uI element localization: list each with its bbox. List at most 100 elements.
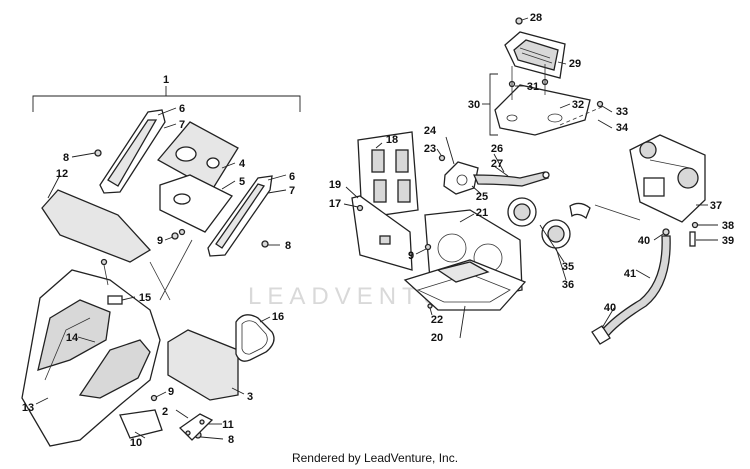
leader-24 bbox=[445, 136, 455, 165]
hood-fastener bbox=[100, 258, 108, 266]
callout-34: 34 bbox=[616, 122, 629, 134]
bracket-30 bbox=[489, 73, 498, 136]
boot-36-inner bbox=[547, 225, 565, 243]
air-filter-seal-inner bbox=[241, 320, 268, 355]
callout-22: 22 bbox=[431, 314, 443, 326]
throttle-connect bbox=[594, 204, 641, 221]
leader-15 bbox=[121, 296, 136, 301]
air-box-port-small bbox=[206, 157, 220, 169]
mount-bolt-b bbox=[199, 419, 205, 425]
hood-latch bbox=[107, 295, 123, 305]
callout-7: 7 bbox=[179, 119, 185, 131]
leader-4 bbox=[221, 162, 236, 169]
callout-12: 12 bbox=[56, 168, 68, 180]
leader-9c bbox=[155, 391, 167, 398]
screw-9b bbox=[178, 228, 186, 236]
reed-slot-2 bbox=[395, 149, 409, 173]
mount-bracket bbox=[178, 413, 214, 441]
callout-1: 1 bbox=[163, 74, 169, 86]
callout-26: 26 bbox=[491, 143, 503, 155]
fitting-39 bbox=[689, 231, 696, 247]
leader-18 bbox=[375, 142, 383, 149]
callout-33: 33 bbox=[616, 106, 628, 118]
leader-20 bbox=[459, 305, 466, 339]
callout-5: 5 bbox=[239, 176, 245, 188]
throttle-bore-b bbox=[677, 167, 699, 189]
callout-20: 20 bbox=[431, 332, 443, 344]
leader-36 bbox=[555, 247, 567, 281]
throttle-bore-a bbox=[639, 141, 657, 159]
leader-32 bbox=[559, 103, 571, 109]
assembly-line-b bbox=[159, 239, 193, 301]
callout-8c: 8 bbox=[228, 434, 234, 446]
screw-17 bbox=[356, 204, 364, 212]
callout-18: 18 bbox=[386, 134, 398, 146]
hood-vent-right bbox=[78, 339, 151, 399]
screw-22 bbox=[427, 303, 433, 309]
clip-38 bbox=[691, 221, 699, 229]
assembly-line-a bbox=[149, 261, 171, 301]
leader-6b bbox=[267, 174, 287, 181]
leader-5 bbox=[221, 180, 236, 190]
callout-40: 40 bbox=[638, 235, 650, 247]
callout-39: 39 bbox=[722, 235, 734, 247]
leader-33 bbox=[601, 105, 613, 113]
clamp-40a bbox=[662, 228, 670, 236]
screw-9d bbox=[424, 243, 432, 251]
callout-6: 6 bbox=[179, 103, 185, 115]
leader-27 bbox=[493, 165, 509, 177]
screw-8b bbox=[261, 240, 269, 248]
ecu-fin-1 bbox=[519, 47, 551, 59]
leader-13 bbox=[35, 397, 49, 405]
callout-9b: 9 bbox=[168, 386, 174, 398]
boot-clamp bbox=[569, 202, 591, 220]
screw-23 bbox=[438, 154, 446, 162]
callout-38: 38 bbox=[722, 220, 734, 232]
leader-41 bbox=[635, 269, 651, 279]
callout-19: 19 bbox=[329, 179, 341, 191]
callout-labels: 1 2 3 4 5 6 6 7 7 8 8 8 9 9 9 9 10 11 12… bbox=[22, 12, 734, 449]
callout-27: 27 bbox=[491, 158, 503, 170]
leader-2 bbox=[175, 409, 189, 419]
airbox-port-a bbox=[437, 233, 467, 263]
callout-6b: 6 bbox=[289, 171, 295, 183]
side-plate-slot bbox=[379, 235, 391, 245]
leader-12 bbox=[47, 174, 61, 199]
screw-9c bbox=[150, 394, 158, 402]
callout-14: 14 bbox=[66, 332, 79, 344]
callout-37: 37 bbox=[710, 200, 722, 212]
boot-35-inner bbox=[513, 203, 531, 221]
sensor-port bbox=[456, 174, 468, 186]
callout-35: 35 bbox=[562, 261, 574, 273]
leader-10 bbox=[134, 431, 146, 439]
air-filter-seal bbox=[235, 314, 275, 362]
ecu-fin-2 bbox=[521, 52, 553, 64]
callout-8: 8 bbox=[63, 152, 69, 164]
leader-9a bbox=[164, 236, 174, 241]
hood-fastener-line bbox=[103, 264, 109, 286]
callout-13: 13 bbox=[22, 402, 34, 414]
fuel-hose bbox=[601, 235, 671, 337]
screw-9a bbox=[171, 232, 179, 240]
leader-21 bbox=[459, 213, 475, 223]
leader-19 bbox=[345, 186, 359, 199]
leader-26 bbox=[493, 153, 505, 173]
sensor-bracket bbox=[443, 161, 479, 195]
leader-34 bbox=[597, 119, 613, 129]
callout-3: 3 bbox=[247, 391, 253, 403]
callout-21: 21 bbox=[476, 207, 488, 219]
clamp-40b bbox=[591, 325, 611, 345]
leader-29 bbox=[557, 61, 567, 65]
side-plate bbox=[351, 195, 413, 271]
callout-11: 11 bbox=[222, 419, 234, 431]
screw-8a bbox=[94, 149, 102, 157]
hood-bracket bbox=[119, 409, 163, 439]
leader-7 bbox=[163, 123, 177, 129]
callout-29: 29 bbox=[569, 58, 581, 70]
filter-foam-block bbox=[167, 329, 239, 401]
callout-16: 16 bbox=[272, 311, 284, 323]
leader-8a bbox=[71, 152, 96, 158]
air-box-lower-port bbox=[173, 193, 191, 205]
leader-40a bbox=[653, 233, 664, 241]
